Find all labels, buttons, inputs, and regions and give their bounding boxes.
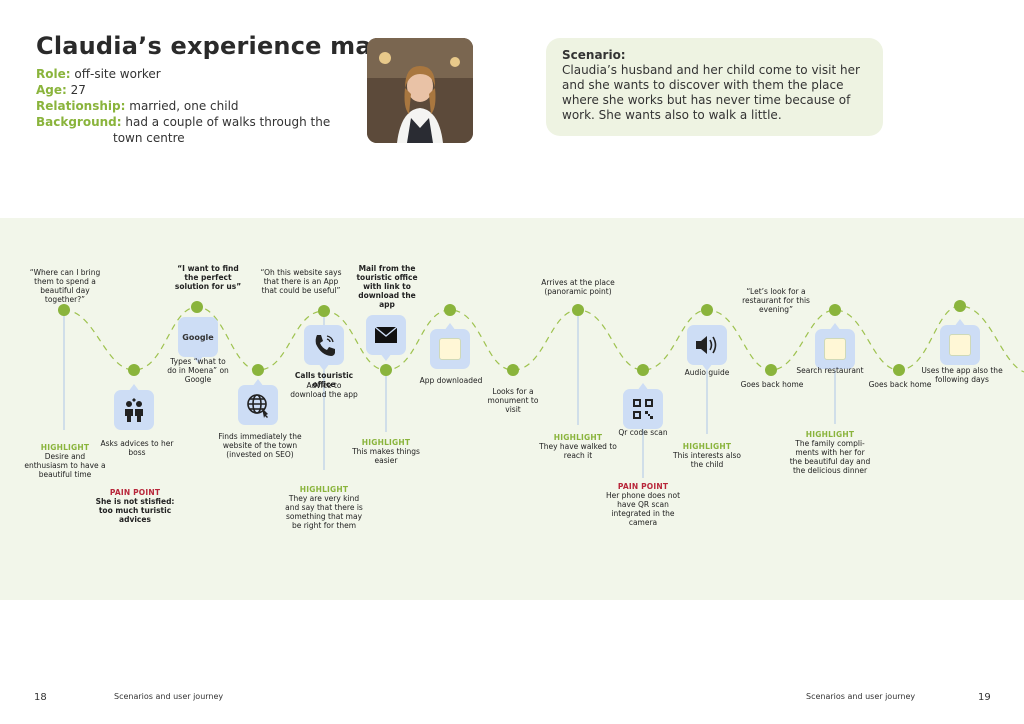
step14-text: Goes back home — [868, 380, 932, 389]
right-page-number: 19 — [978, 692, 991, 703]
step7-text: App downloaded — [419, 376, 483, 385]
step12-quote: “Let’s look for a restaurant for this ev… — [742, 287, 810, 314]
step5-highlight-label: HIGHLIGHT — [299, 485, 349, 494]
step3-quote: “I want to find the perfect solution for… — [174, 264, 242, 291]
step-dot-3 — [191, 301, 203, 313]
step2-pain-label: PAIN POINT — [109, 488, 161, 497]
step-dot-14 — [893, 364, 905, 376]
step1-highlight-label: HIGHLIGHT — [40, 443, 90, 452]
step13-highlight-label: HIGHLIGHT — [805, 430, 855, 439]
step5-text-bold: Calls touristic office — [294, 371, 354, 389]
step9-highlight-label: HIGHLIGHT — [553, 433, 603, 442]
step10-text: Qr code scan — [618, 428, 668, 437]
step-dot-10 — [637, 364, 649, 376]
app-icon — [430, 329, 470, 369]
step-dot-4 — [252, 364, 264, 376]
step3-text: Types “what to do in Moena” on Google — [167, 357, 229, 384]
step-dot-11 — [701, 304, 713, 316]
step6-quote: Mail from the touristic office with link… — [356, 264, 418, 309]
family-icon — [114, 390, 154, 430]
step9-highlight-text: They have walked to reach it — [539, 442, 617, 460]
google-icon: Google — [178, 317, 218, 357]
step-dot-2 — [128, 364, 140, 376]
step11-highlight-label: HIGHLIGHT — [682, 442, 732, 451]
scenario-text: Claudia’s husband and her child come to … — [562, 63, 860, 122]
step6-highlight-label: HIGHLIGHT — [361, 438, 411, 447]
role-line: Role: off-site worker — [36, 67, 161, 81]
background-line: Background: had a couple of walks throug… — [36, 115, 331, 145]
step10-pain-label: PAIN POINT — [617, 482, 669, 491]
step6-highlight-text: This makes things easier — [352, 447, 420, 465]
step2-pain-text: She is not stisfied: too much turistic a… — [95, 497, 175, 524]
age-line: Age: 27 — [36, 83, 86, 97]
step11-highlight-text: This interests also the child — [673, 451, 741, 469]
step1-highlight-text: Desire and enthusiasm to have a beautifu… — [24, 452, 106, 479]
qr-code-icon — [623, 389, 663, 429]
step8-text: Looks for a monument to visit — [487, 387, 539, 414]
journey-band — [0, 218, 1024, 600]
step2-text: Asks advices to her boss — [100, 439, 174, 457]
step-dot-12 — [765, 364, 777, 376]
globe-icon — [238, 385, 278, 425]
step10-pain-text: Her phone does not have QR scan integrat… — [605, 491, 681, 527]
step12-text: Goes back home — [740, 380, 804, 389]
step13-highlight-text: The family compli- ments with her for th… — [789, 439, 871, 475]
step5-quote: “Oh this website says that there is an A… — [260, 268, 342, 295]
step4-text: Finds immediately the website of the tow… — [218, 432, 302, 459]
app-icon-restaurant — [815, 329, 855, 369]
step-dot-8 — [507, 364, 519, 376]
persona-profile: Role: off-site worker Age: 27 Relationsh… — [36, 66, 336, 146]
left-footer-text: Scenarios and user journey — [114, 692, 224, 701]
mail-icon — [366, 315, 406, 355]
step13-text: Search restaurant — [796, 366, 864, 375]
step-dot-13 — [829, 304, 841, 316]
speaker-icon — [687, 325, 727, 365]
relationship-line: Relationship: married, one child — [36, 99, 239, 113]
step5-text: Advice to download the app — [290, 381, 358, 399]
step9-quote: Arrives at the place (panoramic point) — [541, 278, 615, 296]
scenario-box: Scenario: Claudia’s husband and her chil… — [546, 38, 883, 136]
step11-text: Audio guide — [684, 368, 730, 377]
step-dot-1 — [58, 304, 70, 316]
step-dot-7 — [444, 304, 456, 316]
right-footer-text: Scenarios and user journey — [806, 692, 916, 701]
phone-icon — [304, 325, 344, 365]
left-page-number: 18 — [34, 692, 47, 703]
step-dot-15 — [954, 300, 966, 312]
persona-photo — [367, 38, 473, 143]
step15-text: Uses the app also the following days — [921, 366, 1003, 384]
step1-quote: “Where can I bring them to spend a beaut… — [29, 268, 101, 304]
step5-highlight-text: They are very kind and say that there is… — [285, 494, 363, 530]
step-dot-6 — [380, 364, 392, 376]
step-dot-9 — [572, 304, 584, 316]
step-dot-5 — [318, 305, 330, 317]
app-icon-following-days — [940, 325, 980, 365]
page-title: Claudia’s experience map — [36, 32, 390, 60]
